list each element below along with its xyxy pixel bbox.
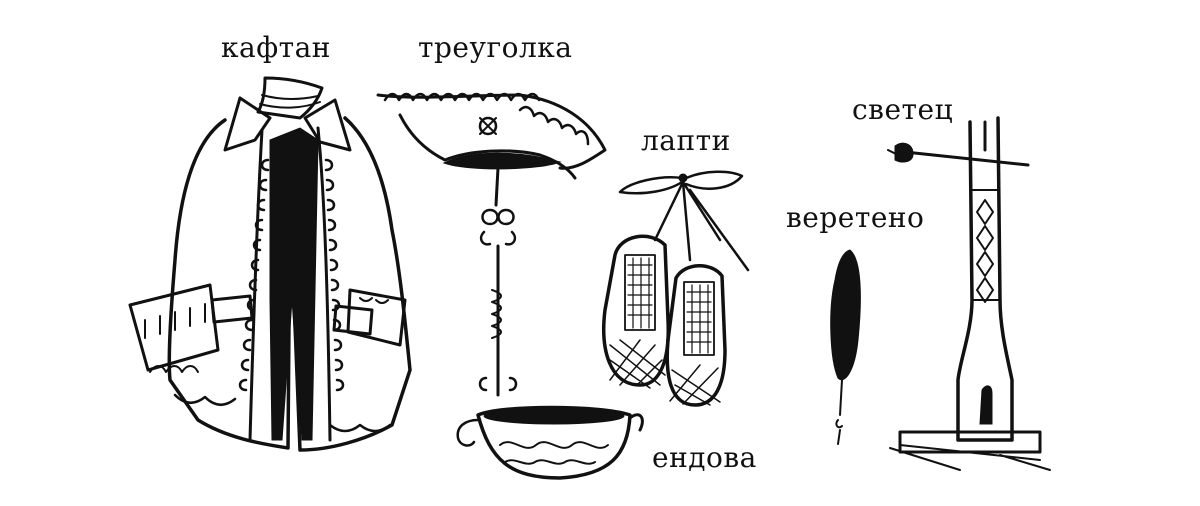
lapti-drawing bbox=[602, 170, 750, 407]
label-spindle: веретено bbox=[786, 201, 925, 234]
svetets-drawing bbox=[887, 116, 1051, 471]
label-svetets: светец bbox=[852, 93, 954, 126]
caftan-drawing bbox=[128, 76, 412, 452]
spindle-drawing bbox=[830, 249, 861, 445]
label-lapti: лапти bbox=[641, 124, 731, 157]
label-caftan: кафтан bbox=[221, 31, 331, 64]
label-endova: ендова bbox=[652, 441, 757, 474]
tricorne-drawing bbox=[376, 92, 607, 180]
endova-drawing bbox=[442, 152, 644, 480]
label-tricorne: треуголка bbox=[418, 31, 573, 64]
